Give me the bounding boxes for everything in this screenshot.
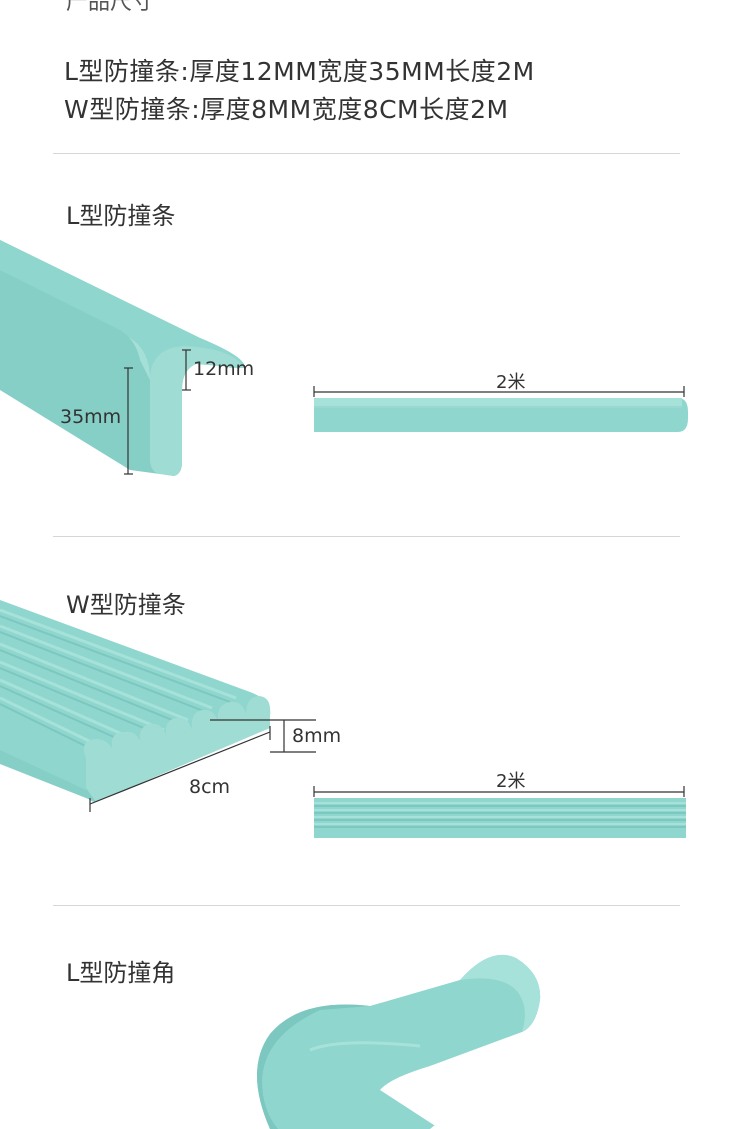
section-title-l-strip: L型防撞条 <box>66 202 176 230</box>
divider-1 <box>53 153 680 154</box>
l-strip-width-label: 35mm <box>60 406 122 428</box>
w-strip-thickness-label: 8mm <box>292 725 342 747</box>
l-strip-illustration <box>0 240 245 476</box>
divider-3 <box>53 905 680 906</box>
spec-line-l-strip: L型防撞条:厚度12MM宽度35MM长度2M <box>64 57 535 86</box>
l-strip-side-view <box>314 398 688 432</box>
section-title-l-corner: L型防撞角 <box>66 959 176 987</box>
w-strip-length-label: 2米 <box>496 771 526 792</box>
l-strip-length-dimension <box>313 386 685 397</box>
w-strip-width-label: 8cm <box>189 776 231 798</box>
l-strip-thickness-label: 12mm <box>193 358 255 380</box>
l-strip-length-label: 2米 <box>496 372 526 393</box>
w-strip-length-dimension <box>313 786 685 797</box>
cut-off-header: 产品尺寸 <box>66 0 155 15</box>
w-strip-illustration <box>0 600 316 812</box>
divider-2 <box>53 536 680 537</box>
spec-line-w-strip: W型防撞条:厚度8MM宽度8CM长度2M <box>64 95 509 124</box>
l-corner-illustration <box>257 954 541 1129</box>
section-title-w-strip: W型防撞条 <box>66 591 186 619</box>
w-strip-side-view <box>314 798 686 838</box>
